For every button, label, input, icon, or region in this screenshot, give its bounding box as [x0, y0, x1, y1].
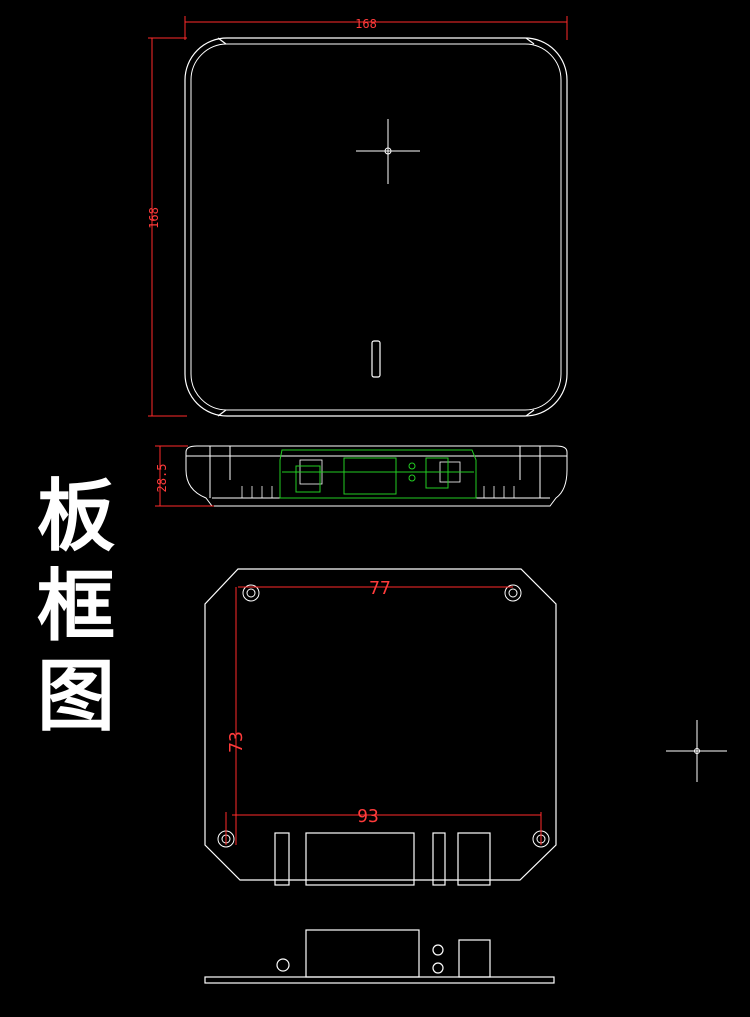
board-side-view	[204, 929, 555, 984]
title-char-3: 图	[36, 652, 115, 742]
dim-hole-spacing-bottom: 93	[357, 806, 379, 827]
mounting-holes	[217, 584, 550, 848]
board-dimension-lines	[225, 586, 542, 845]
board-connectors	[274, 832, 491, 886]
center-crosshair	[356, 119, 420, 184]
reference-crosshair	[666, 720, 727, 782]
dim-top-width: 168	[355, 17, 377, 31]
pcb-outline	[279, 449, 477, 499]
side-dimension-lines	[155, 445, 214, 507]
dim-top-height: 168	[147, 207, 161, 229]
top-dimension-lines	[148, 16, 568, 417]
dim-side-height: 28.5	[155, 464, 169, 493]
top-view	[184, 37, 568, 417]
dim-hole-spacing-top: 77	[369, 578, 391, 599]
led-slot	[371, 340, 381, 378]
board-view	[204, 568, 557, 881]
title-char-2: 框	[36, 562, 115, 652]
title-char-1: 板	[36, 472, 115, 562]
side-view	[185, 445, 568, 507]
dim-hole-spacing-vertical: 73	[226, 731, 247, 753]
